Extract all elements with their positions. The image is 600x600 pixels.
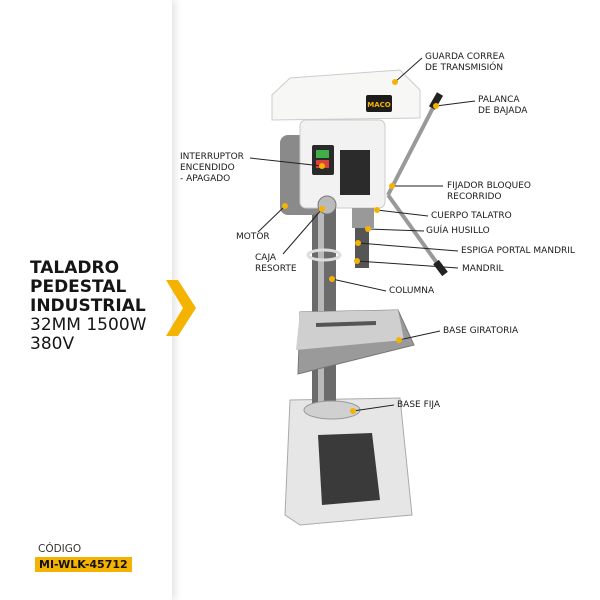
info-panel [0, 0, 172, 600]
code-label: CÓDIGO [38, 543, 82, 555]
product-title: TALADRO PEDESTAL INDUSTRIAL 32MM 1500W 3… [30, 259, 146, 354]
chevron-right-icon [166, 280, 196, 336]
belt-guard [271, 69, 421, 121]
callout-espiga: ESPIGA PORTAL MANDRIL [461, 246, 575, 256]
callout-motor: MOTOR [236, 232, 270, 242]
callout-mandril: MANDRIL [462, 264, 504, 274]
title-line: TALADRO [30, 258, 120, 278]
callout-base-fija: BASE FIJA [397, 400, 441, 410]
callout-guia-husillo: GUÍA HUSILLO [426, 226, 490, 236]
title-line: INDUSTRIAL [30, 296, 146, 316]
callout-cuerpo: CUERPO TALATRO [431, 211, 512, 221]
spec-line: 32MM 1500W [30, 315, 147, 335]
callout-dots [282, 79, 439, 414]
title-line: PEDESTAL [30, 277, 127, 297]
code-value: MI-WLK-45712 [35, 557, 132, 572]
leader-lines [249, 57, 476, 412]
callout-base-giratoria: BASE GIRATORIA [443, 326, 519, 336]
spec-line: 380V [30, 334, 75, 354]
callout-columna: COLUMNA [389, 286, 435, 296]
brand-logo: MACO [367, 101, 391, 109]
